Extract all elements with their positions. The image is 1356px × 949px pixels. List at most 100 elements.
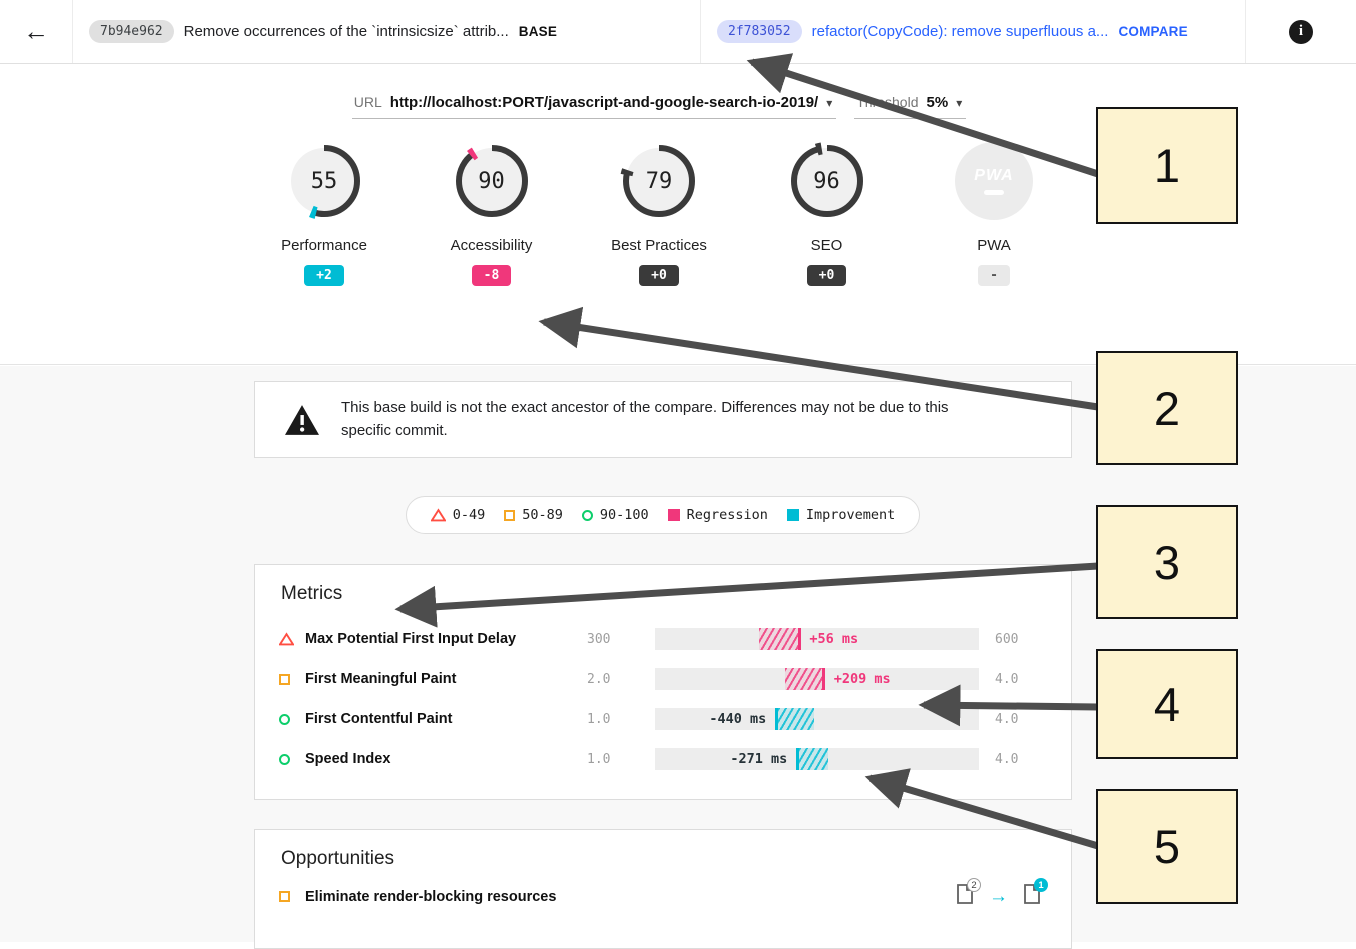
score-label: SEO [810,237,843,254]
legend-improvement: Improvement [786,507,896,523]
base-build-selector[interactable]: 7b94e962 Remove occurrences of the `intr… [72,0,700,63]
metric-delta-label: +209 ms [833,671,891,687]
score-label: Best Practices [611,237,707,254]
compare-build-selector[interactable]: 2f783052 refactor(CopyCode): remove supe… [700,0,1245,63]
metric-range-min: 1.0 [587,711,611,727]
opportunities-card: Opportunities Eliminate render-blocking … [254,829,1072,949]
score-pwa: PWA PWA - [926,141,1062,286]
score-value: 90 [478,168,505,194]
score-delta-badge: +0 [639,265,679,286]
metric-diff-bar: +209 ms [655,668,979,690]
legend-label: Regression [686,507,768,523]
legend-regression: Regression [667,507,768,523]
score-gauges: 55 Performance +2 90 Accessibility -8 [250,141,1068,286]
score-accessibility: 90 Accessibility -8 [424,141,560,286]
build-compare-topbar: ← 7b94e962 Remove occurrences of the `in… [0,0,1356,64]
average-square-icon [279,673,305,685]
annotation-box-1: 1 [1096,107,1238,224]
metric-diff-bar: +56 ms [655,628,979,650]
opportunity-row-render-blocking[interactable]: Eliminate render-blocking resources 2 → … [279,878,1048,909]
fail-triangle-icon [279,632,305,646]
base-report-icon[interactable]: 2 [956,878,981,909]
regression-band [758,628,801,650]
metric-label: First Contentful Paint [305,711,453,727]
score-value: 55 [310,168,338,194]
metric-row-max-potential-fid[interactable]: Max Potential First Input Delay 300 +56 … [279,619,1047,659]
annotation-box-3: 3 [1096,505,1238,619]
score-value: 79 [645,168,673,194]
score-best-practices: 79 Best Practices +0 [591,141,727,286]
metric-delta-label: -271 ms [730,751,788,767]
metric-range-max: 600 [995,631,1019,647]
url-value: http://localhost:PORT/javascript-and-goo… [389,94,819,111]
base-commit-hash[interactable]: 7b94e962 [89,20,174,43]
metric-delta-label: -440 ms [709,711,767,727]
score-seo: 96 SEO +0 [759,141,895,286]
back-arrow-icon[interactable]: ← [0,0,72,63]
url-select[interactable]: URL http://localhost:PORT/javascript-and… [351,94,837,119]
metric-row-first-contentful-paint[interactable]: First Contentful Paint 1.0 -440 ms 4.0 [279,699,1047,739]
annotation-box-5: 5 [1096,789,1238,904]
pwa-logo-text: PWA [974,167,1014,184]
threshold-value: 5% [926,94,949,111]
legend-label: 0-49 [452,507,486,523]
pass-circle-icon [581,509,593,521]
metric-diff-bar: -440 ms [655,708,979,730]
url-label: URL [353,94,382,110]
warning-text: This base build is not the exact ancesto… [341,399,949,439]
performance-gauge-icon [285,142,363,220]
base-tag: BASE [518,24,558,39]
score-performance: 55 Performance +2 [256,141,392,286]
metric-row-speed-index[interactable]: Speed Index 1.0 -271 ms 4.0 [279,739,1047,779]
score-legend: 0-49 50-89 90-100 Regression Improvement [405,496,921,534]
score-value: 96 [813,168,840,194]
metrics-title: Metrics [281,583,343,604]
annotation-box-2: 2 [1096,351,1238,465]
metric-label: First Meaningful Paint [305,671,457,687]
metric-diff-bar: -271 ms [655,748,979,770]
annotation-box-4: 4 [1096,649,1238,759]
threshold-label: Threshold [856,94,919,110]
metric-row-first-meaningful-paint[interactable]: First Meaningful Paint 2.0 +209 ms 4.0 [279,659,1047,699]
metric-label: Speed Index [305,751,391,767]
score-delta-badge: +2 [304,265,344,286]
metric-range-max: 4.0 [995,751,1019,767]
regression-swatch-icon [667,509,680,521]
regression-band [784,668,826,690]
pass-circle-icon [279,753,305,765]
improvement-band [774,708,814,730]
metric-label: Max Potential First Input Delay [305,631,517,647]
legend-pass: 90-100 [581,507,649,523]
pass-circle-icon [279,713,305,725]
metric-range-min: 1.0 [587,751,611,767]
score-delta-badge: -8 [471,265,512,286]
opportunity-label: Eliminate render-blocking resources [305,888,557,905]
legend-label: 50-89 [522,507,563,523]
chevron-down-icon: ▾ [956,96,963,110]
score-label: Performance [281,237,367,254]
metric-range-max: 4.0 [995,711,1019,727]
compare-report-icon[interactable]: 1 [1023,878,1048,909]
best-practices-gauge-icon [620,142,698,220]
info-icon[interactable]: i [1289,19,1313,44]
average-square-icon [279,891,305,902]
threshold-select[interactable]: Threshold 5% ▾ [854,94,967,119]
improvement-swatch-icon [786,509,799,521]
compare-count-badge: 1 [1034,878,1048,892]
legend-fail: 0-49 [430,507,486,523]
legend-label: Improvement [805,507,896,523]
score-delta-badge: +0 [806,265,847,286]
score-label: PWA [977,237,1011,254]
legend-average: 50-89 [504,507,563,523]
metric-range-min: 2.0 [587,671,611,687]
base-count-badge: 2 [967,878,981,892]
compare-commit-message: refactor(CopyCode): remove superfluous a… [811,23,1109,40]
pwa-logo-icon: PWA [955,142,1033,220]
metrics-card: Metrics Max Potential First Input Delay … [254,564,1072,800]
compare-tag: COMPARE [1118,24,1188,39]
compare-commit-hash[interactable]: 2f783052 [717,20,802,43]
arrow-right-icon: → [989,885,1008,907]
improvement-band [795,748,829,770]
ancestor-warning-banner: This base build is not the exact ancesto… [254,381,1072,458]
metric-range-max: 4.0 [995,671,1019,687]
